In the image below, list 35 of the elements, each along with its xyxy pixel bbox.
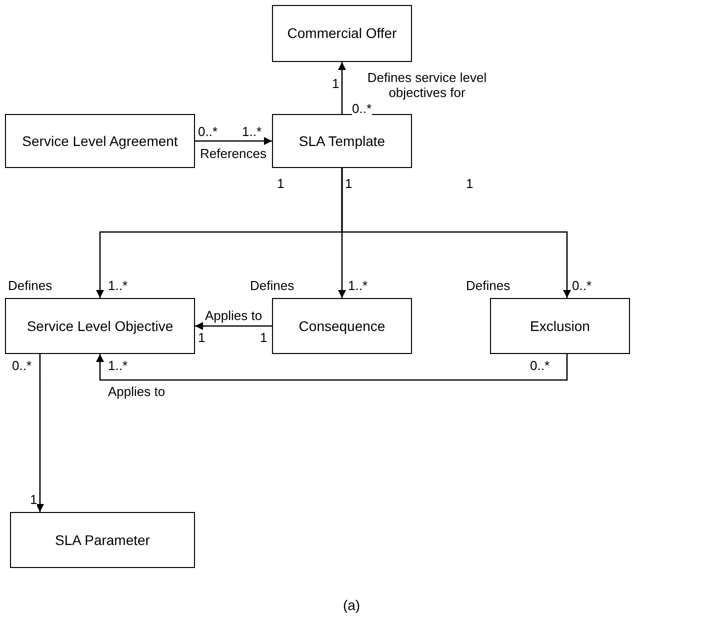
arrow: [195, 322, 272, 330]
multiplicity-label: 1..*: [108, 358, 128, 373]
edge-label: Defines: [8, 278, 52, 293]
arrow: [195, 137, 272, 145]
multiplicity-label: 1: [345, 176, 352, 191]
edge-label: Applies to: [205, 308, 262, 323]
multiplicity-label: 1..*: [348, 278, 368, 293]
class-box: SLA Parameter: [10, 512, 195, 568]
arrow: [36, 354, 44, 512]
class-box: Commercial Offer: [272, 5, 412, 62]
class-box: Service Level Objective: [5, 298, 195, 354]
multiplicity-label: 0..*: [352, 101, 372, 116]
multiplicity-label: 1..*: [242, 124, 262, 139]
arrow: [96, 354, 568, 381]
class-box: Service Level Agreement: [5, 114, 195, 168]
multiplicity-label: 1: [260, 330, 268, 345]
arrow: [341, 168, 571, 298]
multiplicity-label: 0..*: [12, 358, 32, 373]
multiplicity-label: 1: [466, 176, 474, 191]
multiplicity-label: 1..*: [108, 278, 128, 293]
edge-label: Defines: [466, 278, 510, 293]
multiplicity-label: 1: [277, 176, 284, 191]
multiplicity-label: 1: [30, 492, 38, 507]
multiplicity-label: 1: [332, 76, 340, 91]
edge-label: Applies to: [108, 384, 166, 399]
multiplicity-label: 1: [198, 330, 206, 345]
edge-label: Defines: [250, 278, 294, 293]
class-box: Consequence: [272, 298, 412, 354]
multiplicity-label: 0..*: [530, 358, 550, 373]
class-box: SLA Template: [272, 114, 412, 168]
multiplicity-label: 0..*: [572, 278, 592, 293]
edge-label: References: [200, 146, 266, 161]
class-box: Exclusion: [490, 298, 630, 354]
multiplicity-label: 0..*: [198, 124, 218, 139]
arrow: [338, 62, 346, 114]
